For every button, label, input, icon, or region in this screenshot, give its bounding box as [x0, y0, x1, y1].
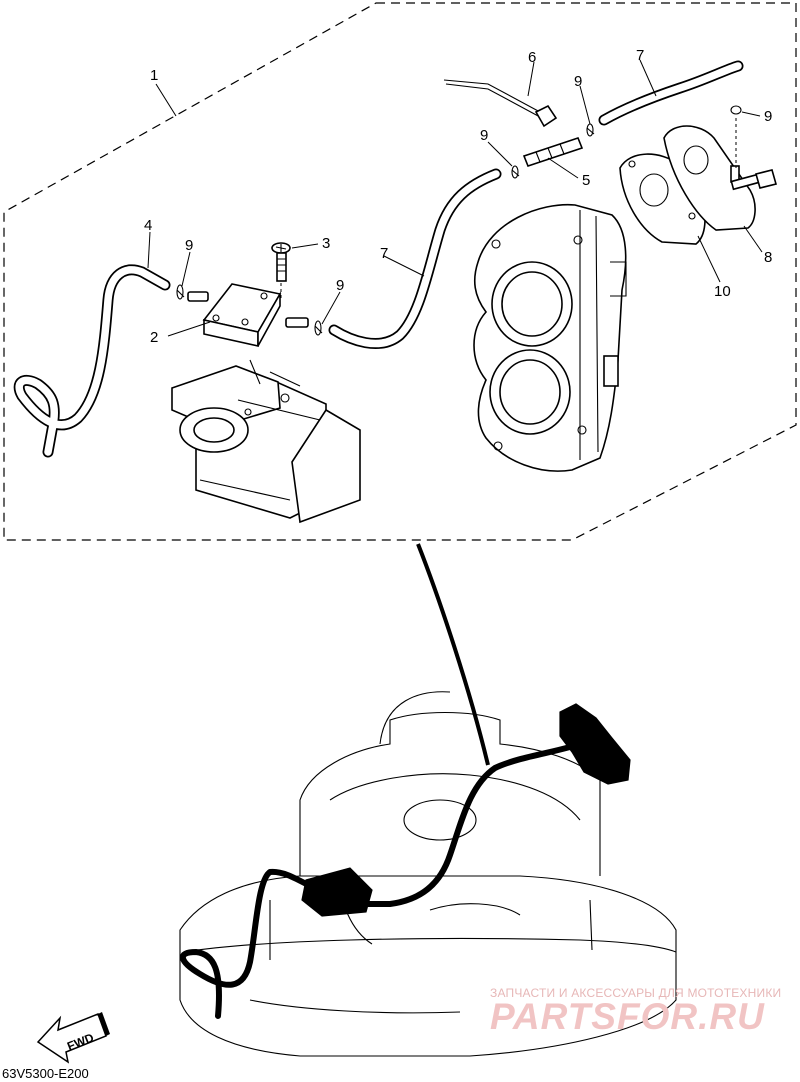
callout-3: 3 — [322, 235, 330, 252]
callout-6: 6 — [528, 49, 536, 66]
callout-10: 10 — [714, 283, 731, 300]
part-7-hose-short — [598, 60, 744, 126]
fwd-arrow-icon: FWD — [36, 1012, 110, 1064]
leader-lines — [147, 59, 763, 337]
callout-5: 5 — [582, 172, 590, 189]
callout-9-top: 9 — [574, 73, 582, 90]
diagram-code: 63V5300-E200 — [2, 1066, 89, 1081]
part-7-hose-long — [328, 168, 502, 349]
callout-8: 8 — [764, 249, 772, 266]
watermark-logo: PARTSFOR.RU — [490, 996, 765, 1037]
callout-2: 2 — [150, 329, 158, 346]
assembly-boundary — [3, 2, 797, 541]
carburetor — [171, 359, 361, 524]
part-9-clip-left — [176, 284, 185, 300]
bolt — [730, 169, 777, 191]
part-2-valve — [187, 283, 309, 347]
part-8-cover — [663, 125, 756, 231]
part-9-clip-middle — [314, 320, 323, 336]
part-9-clip-right — [730, 105, 742, 168]
part-4-hose — [13, 264, 171, 458]
callout-9-right: 9 — [764, 108, 772, 125]
callout-9-middle: 9 — [336, 277, 344, 294]
callout-1: 1 — [150, 67, 158, 84]
part-3-screw — [271, 242, 291, 300]
callout-9-left: 9 — [185, 237, 193, 254]
part-6-bracket — [443, 79, 558, 128]
part-5-fitting — [522, 137, 584, 167]
callout-9-center: 9 — [480, 127, 488, 144]
engine-outline — [179, 691, 677, 1057]
watermark-subtitle: ЗАПЧАСТИ И АКСЕССУАРЫ ДЛЯ МОТОТЕХНИКИ — [490, 986, 782, 1000]
connector-line — [416, 543, 490, 766]
callout-7-short: 7 — [636, 47, 644, 64]
part-9-clip-top — [586, 123, 595, 137]
callout-4: 4 — [144, 217, 152, 234]
cylinder-block — [473, 203, 627, 472]
callout-7-long: 7 — [380, 245, 388, 262]
routed-hose-bold — [180, 703, 631, 1019]
part-9-clip-center — [511, 165, 520, 179]
